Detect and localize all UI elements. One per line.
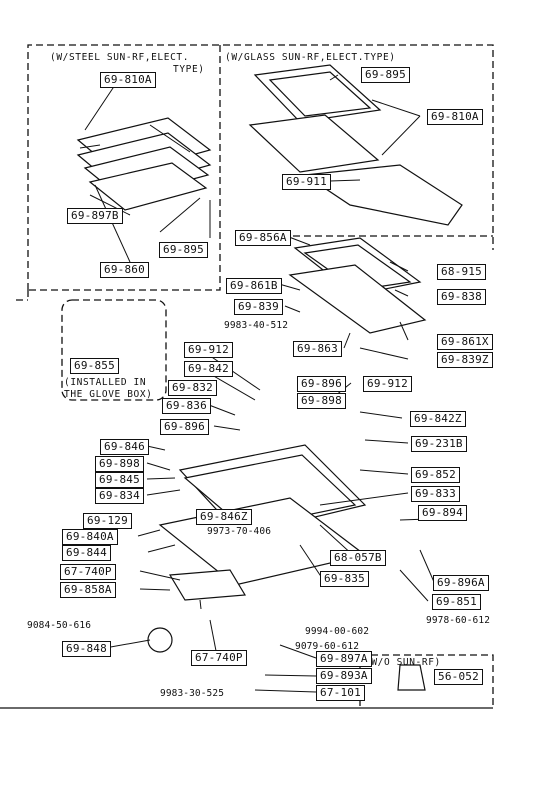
part-69-839Z[interactable]: 69-839Z: [437, 352, 493, 368]
glove-box-note-2: THE GLOVE BOX): [64, 389, 153, 400]
part-69-860[interactable]: 69-860: [100, 262, 149, 278]
part-69-129[interactable]: 69-129: [83, 513, 132, 529]
part-69-898[interactable]: 69-898: [297, 393, 346, 409]
part-69-897A[interactable]: 69-897A: [316, 651, 372, 667]
part-69-912[interactable]: 69-912: [184, 342, 233, 358]
part-69-810A[interactable]: 69-810A: [427, 109, 483, 125]
frame-parts: [147, 237, 427, 691]
part-69-855[interactable]: 69-855: [70, 358, 119, 374]
steel-sunroof-parts: [76, 117, 212, 211]
bolt-9994-00-602: 9994-00-602: [305, 626, 370, 637]
bolt-9973-70-406: 9973-70-406: [207, 526, 272, 537]
steel-section-title-2: TYPE): [173, 64, 205, 75]
part-67-740P[interactable]: 67-740P: [60, 564, 116, 580]
part-69-863[interactable]: 69-863: [293, 341, 342, 357]
part-69-852[interactable]: 69-852: [411, 467, 460, 483]
part-69-848[interactable]: 69-848: [62, 641, 111, 657]
part-69-894[interactable]: 69-894: [418, 505, 467, 521]
part-69-895[interactable]: 69-895: [361, 67, 410, 83]
part-69-839[interactable]: 69-839: [234, 299, 283, 315]
part-69-846[interactable]: 69-846: [100, 439, 149, 455]
part-69-840A[interactable]: 69-840A: [62, 529, 118, 545]
part-69-861X[interactable]: 69-861X: [437, 334, 493, 350]
part-69-834[interactable]: 69-834: [95, 488, 144, 504]
part-69-898[interactable]: 69-898: [95, 456, 144, 472]
part-68-915[interactable]: 68-915: [437, 264, 486, 280]
glass-section-title: (W/GLASS SUN-RF,ELECT.TYPE): [225, 52, 396, 63]
glass-sunroof-parts: [248, 64, 463, 226]
part-69-835[interactable]: 69-835: [320, 571, 369, 587]
bolt-9084-50-616: 9084-50-616: [27, 620, 92, 631]
part-69-897B[interactable]: 69-897B: [67, 208, 123, 224]
part-69-911[interactable]: 69-911: [282, 174, 331, 190]
part-69-896A[interactable]: 69-896A: [433, 575, 489, 591]
part-67-740P[interactable]: 67-740P: [191, 650, 247, 666]
part-68-057B[interactable]: 68-057B: [330, 550, 386, 566]
part-69-845[interactable]: 69-845: [95, 472, 144, 488]
part-69-838[interactable]: 69-838: [437, 289, 486, 305]
part-69-846Z[interactable]: 69-846Z: [196, 509, 252, 525]
part-69-844[interactable]: 69-844: [62, 545, 111, 561]
part-56-052[interactable]: 56-052: [434, 669, 483, 685]
steel-section-title: (W/STEEL SUN-RF,ELECT.: [50, 52, 190, 63]
bolt-9978-60-612: 9978-60-612: [426, 615, 491, 626]
part-69-832[interactable]: 69-832: [168, 380, 217, 396]
part-69-912[interactable]: 69-912: [363, 376, 412, 392]
part-69-893A[interactable]: 69-893A: [316, 668, 372, 684]
bolt-9079-60-612: 9079-60-612: [295, 641, 360, 652]
part-67-101[interactable]: 67-101: [316, 685, 365, 701]
bolt-9983-30-525: 9983-30-525: [160, 688, 225, 699]
part-69-851[interactable]: 69-851: [432, 594, 481, 610]
part-69-858A[interactable]: 69-858A: [60, 582, 116, 598]
part-69-231B[interactable]: 69-231B: [411, 436, 467, 452]
part-69-896[interactable]: 69-896: [160, 419, 209, 435]
wo-sunroof-note: (W/O SUN-RF): [365, 657, 441, 668]
part-69-836[interactable]: 69-836: [162, 398, 211, 414]
part-69-895[interactable]: 69-895: [159, 242, 208, 258]
bolt-9983-40-512: 9983-40-512: [224, 320, 289, 331]
part-69-896[interactable]: 69-896: [297, 376, 346, 392]
part-69-842Z[interactable]: 69-842Z: [410, 411, 466, 427]
part-69-810A[interactable]: 69-810A: [100, 72, 156, 88]
part-69-833[interactable]: 69-833: [411, 486, 460, 502]
glove-box-note: (INSTALLED IN: [64, 377, 147, 388]
part-69-842[interactable]: 69-842: [184, 361, 233, 377]
part-69-856A[interactable]: 69-856A: [235, 230, 291, 246]
part-69-861B[interactable]: 69-861B: [226, 278, 282, 294]
